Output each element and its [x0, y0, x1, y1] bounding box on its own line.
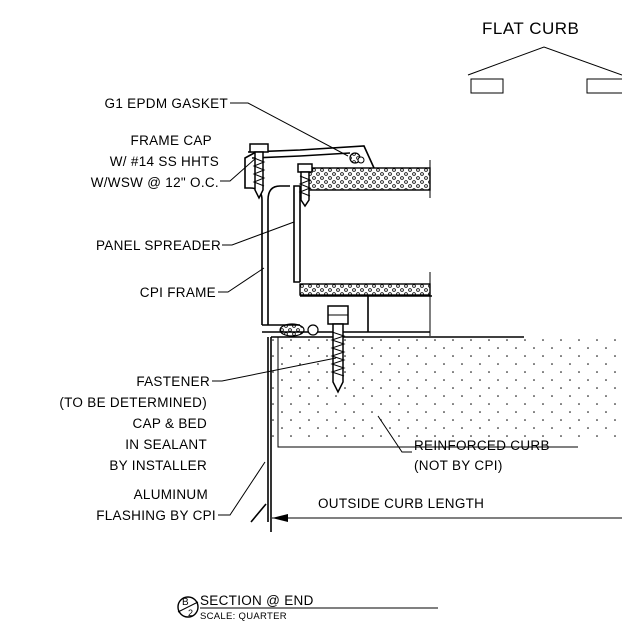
reinforced-curb [270, 336, 622, 532]
roof-panel-upper [301, 160, 431, 198]
section-title-text: SECTION @ END [200, 593, 314, 608]
panel-spreader [293, 185, 301, 283]
flashing-label-1: ALUMINUM [134, 487, 208, 502]
leader-lines [212, 102, 412, 516]
section-title: B 2 SECTION @ END SCALE: QUARTER [177, 593, 438, 622]
section-scale-text: SCALE: QUARTER [200, 611, 287, 622]
frame-cap-label-1: FRAME CAP [131, 133, 212, 148]
fastener-label-4: IN SEALANT [125, 437, 207, 452]
fastener-label-3: CAP & BED [133, 416, 207, 431]
aluminum-flashing [250, 337, 269, 523]
cpi-frame-label: CPI FRAME [140, 285, 216, 300]
roof-panel-lower [299, 272, 431, 336]
frame-cap-screw-icon [249, 143, 269, 200]
outside-curb-length-dimension: OUTSIDE CURB LENGTH [272, 496, 622, 522]
sealant-icon [279, 323, 319, 337]
fastener-icon [327, 305, 349, 394]
gasket-label: G1 EPDM GASKET [105, 96, 228, 111]
fastener-label-5: BY INSTALLER [109, 458, 207, 473]
flashing-label-2: FLASHING BY CPI [96, 508, 216, 523]
fastener-label-1: FASTENER [136, 374, 210, 389]
section-marker-sub: 2 [188, 608, 193, 618]
fastener-label-2: (TO BE DETERMINED) [59, 395, 207, 410]
section-marker-icon [177, 596, 199, 618]
frame-cap-label-3: W/WSW @ 12" O.C. [91, 175, 219, 190]
section-marker-letter: B [182, 597, 189, 608]
reinforced-curb-label-2: (NOT BY CPI) [414, 458, 503, 473]
flat-curb-icon [467, 46, 622, 94]
gasket-icon [349, 152, 365, 164]
panel-screw-icon [297, 163, 313, 208]
flat-curb-title: FLAT CURB [482, 19, 579, 38]
frame-cap-label-2: W/ #14 SS HHTS [110, 154, 219, 169]
outside-curb-length-label: OUTSIDE CURB LENGTH [318, 496, 484, 511]
panel-spreader-label: PANEL SPREADER [96, 238, 221, 253]
callout-texts: G1 EPDM GASKET FRAME CAP W/ #14 SS HHTS … [59, 96, 549, 523]
reinforced-curb-label-1: REINFORCED CURB [414, 438, 550, 453]
dimension-arrow-icon [272, 514, 288, 522]
